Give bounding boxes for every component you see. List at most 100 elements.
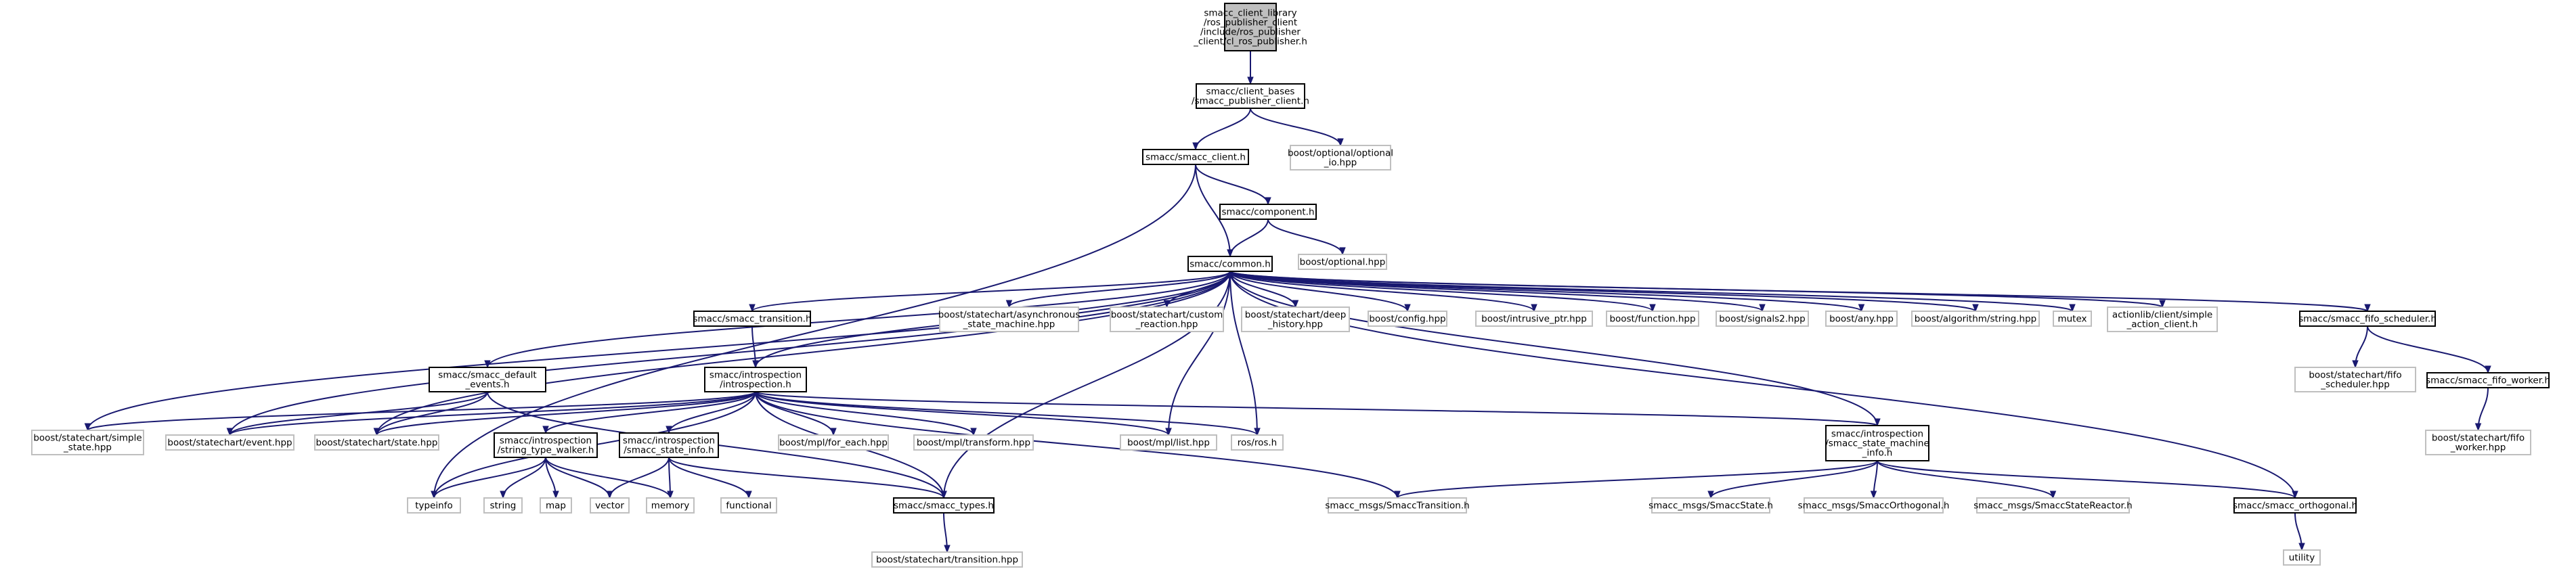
node-msg-reactor: smacc_msgs/SmaccStateReactor.h bbox=[1973, 497, 2133, 514]
node-event-hpp: boost/statechart/event.hpp bbox=[165, 434, 294, 451]
node-label-line: smacc_msgs/SmaccTransition.h bbox=[1325, 501, 1469, 511]
node-fifo-scheduler[interactable]: smacc/smacc_fifo_scheduler.h bbox=[2298, 311, 2437, 327]
edge-fifo_scheduler-to-fifo_worker bbox=[2367, 325, 2491, 374]
edge-smacc_transition-to-introspection bbox=[751, 325, 759, 369]
edge-common-to-mutex bbox=[1229, 271, 2076, 313]
node-label-line: boost/optional/optional bbox=[1288, 148, 1393, 159]
edge-component-to-common bbox=[1227, 219, 1269, 258]
edge-smacc_types-to-sc_transition bbox=[943, 512, 951, 553]
node-map: map bbox=[540, 497, 572, 514]
node-label-line: _worker.hpp bbox=[2450, 442, 2506, 453]
edge-sm_info-to-msg_reactor bbox=[1877, 460, 2057, 499]
node-label-line: boost/algorithm/string.hpp bbox=[1915, 314, 2036, 325]
node-string-type-walker[interactable]: smacc/introspection/string_type_walker.h bbox=[494, 432, 598, 458]
node-msg-state: smacc_msgs/SmaccState.h bbox=[1649, 497, 1773, 514]
node-label-line: boost/statechart/state.hpp bbox=[316, 438, 438, 449]
node-introspection[interactable]: smacc/introspection/introspection.h bbox=[704, 367, 807, 392]
node-label-line: smacc/smacc_client.h bbox=[1145, 152, 1246, 163]
node-label-line: boost/statechart/asynchronous bbox=[938, 310, 1080, 321]
node-label-line: boost/statechart/transition.hpp bbox=[876, 555, 1018, 566]
node-utility: utility bbox=[2283, 549, 2321, 566]
node-label-line: mutex bbox=[2057, 314, 2087, 325]
node-label-line: string bbox=[490, 501, 517, 511]
node-label-line: boost/statechart/simple bbox=[33, 433, 141, 444]
node-label-line: /smacc_publisher_client.h bbox=[1192, 96, 1309, 107]
node-label-line: smacc/client_bases bbox=[1206, 87, 1295, 97]
edge-pub_client-to-smacc_client bbox=[1192, 108, 1251, 151]
node-simple-action-client: actionlib/client/simple_action_client.h bbox=[2107, 306, 2218, 332]
node-default-events[interactable]: smacc/smacc_default_events.h bbox=[429, 367, 546, 392]
node-config: boost/config.hpp bbox=[1368, 311, 1447, 327]
node-label-line: _client/cl_ros_publisher.h bbox=[1193, 37, 1307, 47]
node-smacc-transition[interactable]: smacc/smacc_transition.h bbox=[693, 311, 812, 327]
node-label-line: smacc/introspection bbox=[710, 370, 802, 381]
edge-common-to-config bbox=[1229, 271, 1411, 313]
edge-common-to-async_sm bbox=[1005, 271, 1231, 309]
node-orthogonal[interactable]: smacc/smacc_orthogonal.h bbox=[2233, 497, 2357, 514]
node-label-line: boost/statechart/custom bbox=[1111, 310, 1223, 321]
edge-introspection-to-state_hpp bbox=[373, 391, 756, 436]
node-functional: functional bbox=[720, 497, 777, 514]
node-label-line: /ros_publisher_client bbox=[1204, 18, 1297, 28]
node-common[interactable]: smacc/common.h bbox=[1187, 256, 1273, 272]
edge-sm_info-to-orthogonal bbox=[1877, 460, 2298, 499]
node-msg-orthogonal: smacc_msgs/SmaccOrthogonal.h bbox=[1798, 497, 1950, 514]
edge-introspection-to-mpl_list bbox=[755, 391, 1172, 436]
edge-common-to-signals2 bbox=[1229, 271, 1766, 313]
node-label-line: smacc_msgs/SmaccOrthogonal.h bbox=[1798, 501, 1950, 511]
node-label-line: smacc/common.h bbox=[1189, 259, 1271, 270]
node-smacc-types[interactable]: smacc/smacc_types.h bbox=[893, 497, 995, 514]
edge-introspection-to-transform bbox=[755, 391, 977, 436]
node-label-line: vector bbox=[595, 501, 624, 511]
node-sc-fifo-worker: boost/statechart/fifo_worker.hpp bbox=[2425, 430, 2531, 455]
node-label-line: _reaction.hpp bbox=[1135, 319, 1198, 330]
node-label-line: smacc_msgs/SmaccState.h bbox=[1649, 501, 1773, 511]
node-pub-client[interactable]: smacc/client_bases/smacc_publisher_clien… bbox=[1192, 83, 1309, 109]
node-label-line: smacc/introspection bbox=[1831, 429, 1923, 440]
node-label-line: smacc/introspection bbox=[500, 436, 592, 447]
node-ros-h: ros/ros.h bbox=[1231, 434, 1284, 451]
node-label-line: _state.hpp bbox=[63, 442, 112, 453]
node-custom-reaction: boost/statechart/custom_reaction.hpp bbox=[1110, 306, 1224, 332]
edge-state_info-to-functional bbox=[668, 457, 752, 499]
node-mutex: mutex bbox=[2053, 311, 2092, 327]
node-label-line: _history.hpp bbox=[1267, 319, 1323, 330]
node-label-line: boost/mpl/list.hpp bbox=[1127, 438, 1210, 449]
node-state-info[interactable]: smacc/introspection/smacc_state_info.h bbox=[619, 432, 719, 458]
edge-common-to-intrusive_ptr bbox=[1229, 271, 1537, 313]
node-sm-info[interactable]: smacc/introspection/smacc_state_machine_… bbox=[1825, 425, 1929, 461]
node-component[interactable]: smacc/component.h bbox=[1219, 204, 1317, 220]
node-label-line: smacc_msgs/SmaccStateReactor.h bbox=[1973, 501, 2132, 511]
node-boost-optional: boost/optional.hpp bbox=[1298, 254, 1387, 270]
node-label-line: ros/ros.h bbox=[1238, 438, 1278, 449]
node-typeinfo: typeinfo bbox=[407, 497, 461, 514]
node-label-line: boost/function.hpp bbox=[1609, 314, 1695, 325]
node-label-line: smacc_client_library bbox=[1204, 8, 1296, 19]
node-smacc-client[interactable]: smacc/smacc_client.h bbox=[1142, 149, 1249, 165]
node-vector: vector bbox=[590, 497, 630, 514]
edge-component-to-boost_optional bbox=[1267, 219, 1346, 256]
node-label-line: actionlib/client/simple bbox=[2112, 310, 2212, 321]
edges-layer bbox=[84, 51, 2491, 553]
node-label-line: smacc/introspection bbox=[623, 436, 715, 447]
node-label-line: boost/mpl/transform.hpp bbox=[917, 438, 1030, 449]
edge-pub_client-to-optional_io bbox=[1250, 108, 1344, 147]
edge-fifo_worker-to-sc_fifo_worker bbox=[2474, 387, 2489, 432]
edge-state_info-to-smacc_types bbox=[668, 457, 947, 499]
edge-common-to-fifo_scheduler bbox=[1229, 271, 2371, 313]
node-transform: boost/mpl/transform.hpp bbox=[913, 434, 1034, 451]
node-label-line: /string_type_walker.h bbox=[498, 445, 594, 456]
node-label-line: memory bbox=[651, 501, 689, 511]
node-fifo-worker[interactable]: smacc/smacc_fifo_worker.h bbox=[2426, 372, 2550, 388]
edge-common-to-smacc_transition bbox=[749, 271, 1231, 313]
node-label-line: boost/intrusive_ptr.hpp bbox=[1481, 314, 1587, 325]
node-label-line: /smacc_state_info.h bbox=[624, 445, 714, 456]
nodes-layer: smacc_client_library/ros_publisher_clien… bbox=[31, 3, 2550, 568]
node-root: smacc_client_library/ros_publisher_clien… bbox=[1193, 3, 1307, 51]
node-label-line: /include/ros_publisher bbox=[1200, 27, 1301, 38]
node-label-line: boost/statechart/fifo bbox=[2432, 433, 2525, 444]
node-label-line: /introspection.h bbox=[720, 380, 791, 390]
node-label-line: _info.h bbox=[1862, 448, 1893, 459]
node-sc-transition: boost/statechart/transition.hpp bbox=[871, 551, 1023, 568]
